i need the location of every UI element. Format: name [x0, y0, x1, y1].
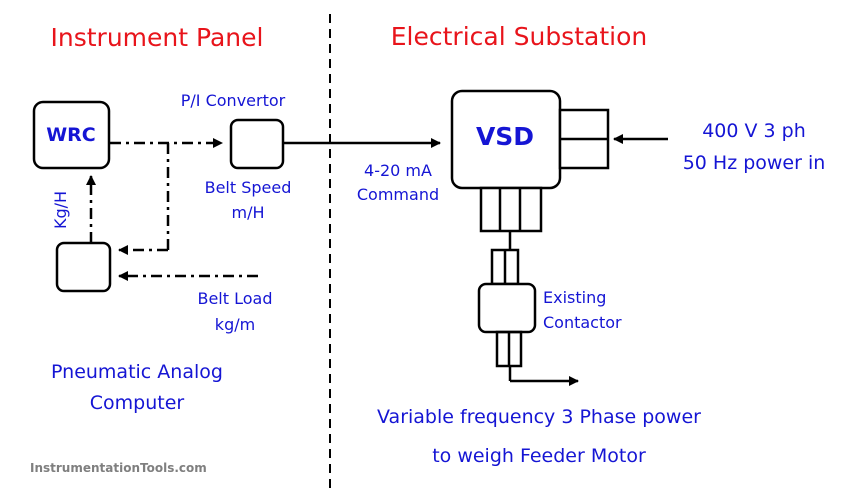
vsd-to-contactor-cable [490, 231, 520, 286]
wrc-block [32, 100, 111, 170]
vsd-label: VSD [476, 122, 534, 151]
vsd-output-terminal [479, 186, 543, 233]
analog-computer-block [55, 241, 112, 293]
belt-load-label: Belt Load [197, 289, 272, 308]
output-power-label-2: to weigh Feeder Motor [432, 445, 646, 467]
kg-h-label: Kg/H [51, 191, 70, 229]
command-label: 4-20 mA [364, 161, 432, 180]
analog-computer-label-2: Computer [90, 392, 185, 414]
wrc-label: WRC [46, 124, 96, 146]
output-power-label: Variable frequency 3 Phase power [377, 406, 701, 428]
pi-convertor-label: P/I Convertor [181, 91, 286, 110]
contactor-to-motor-cable [495, 330, 579, 386]
power-in-label-2: 50 Hz power in [683, 152, 826, 174]
analog-computer-label: Pneumatic Analog [51, 361, 223, 383]
belt-load-unit-label: kg/m [215, 315, 255, 334]
command-label-2: Command [357, 185, 439, 204]
pneumatic-signal-lines [86, 138, 258, 281]
vsd-input-terminal [558, 108, 610, 170]
existing-contactor-block [477, 282, 537, 334]
power-in-label: 400 V 3 ph [702, 120, 806, 142]
existing-contactor-label-2: Contactor [543, 313, 622, 332]
pi-convertor-block [229, 118, 285, 170]
belt-speed-label: Belt Speed [205, 178, 292, 197]
instrument-panel-heading: Instrument Panel [51, 23, 264, 52]
existing-contactor-label: Existing [543, 288, 606, 307]
belt-speed-unit-label: m/H [231, 203, 264, 222]
electrical-substation-heading: Electrical Substation [391, 22, 647, 51]
site-watermark: InstrumentationTools.com [30, 461, 207, 475]
